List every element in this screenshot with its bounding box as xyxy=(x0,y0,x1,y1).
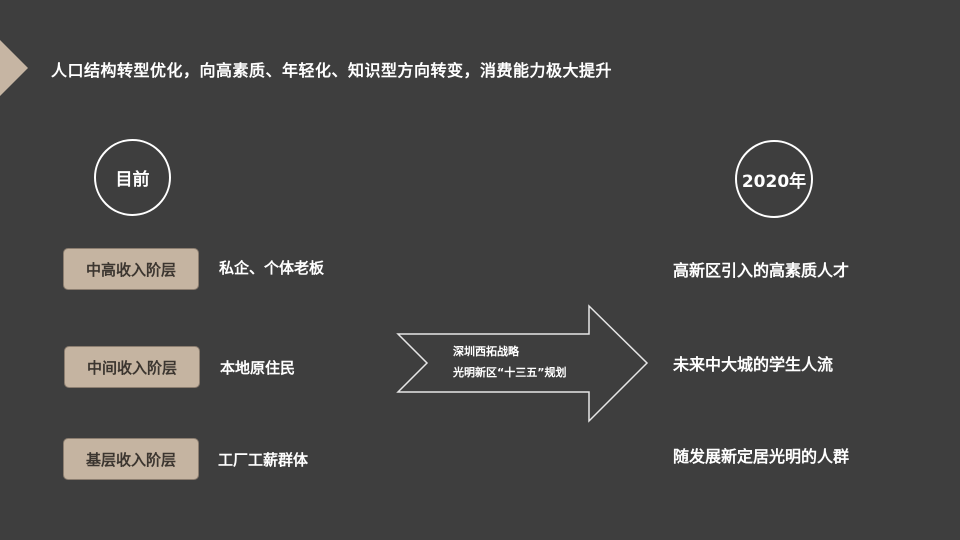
tier-box-middle: 中间收入阶层 xyxy=(64,346,200,388)
tier-label: 中高收入阶层 xyxy=(85,260,176,279)
future-group-talent: 高新区引入的高素质人才 xyxy=(673,261,850,280)
section-marker-triangle xyxy=(0,40,28,96)
arrow-text-plan: 光明新区“十三五”规划 xyxy=(453,366,567,379)
tier-description-base: 工厂工薪群体 xyxy=(218,451,309,469)
future-period-label: 2020年 xyxy=(741,171,807,192)
tier-description-middle: 本地原住民 xyxy=(220,359,296,377)
future-group-settlers: 随发展新定居光明的人群 xyxy=(673,447,850,466)
current-period-circle: 目前 xyxy=(94,139,171,216)
arrow-text-strategy: 深圳西拓战略 xyxy=(453,345,519,358)
future-group-students: 未来中大城的学生人流 xyxy=(673,355,834,374)
current-period-label: 目前 xyxy=(115,170,150,190)
tier-label: 基层收入阶层 xyxy=(85,450,176,469)
future-period-circle: 2020年 xyxy=(735,140,813,218)
tier-label: 中间收入阶层 xyxy=(86,358,177,377)
tier-box-base: 基层收入阶层 xyxy=(63,438,199,480)
tier-description-upper-middle: 私企、个体老板 xyxy=(219,259,325,277)
tier-box-upper-middle: 中高收入阶层 xyxy=(63,248,199,290)
slide-headline: 人口结构转型优化，向高素质、年轻化、知识型方向转变，消费能力极大提升 xyxy=(51,61,613,80)
